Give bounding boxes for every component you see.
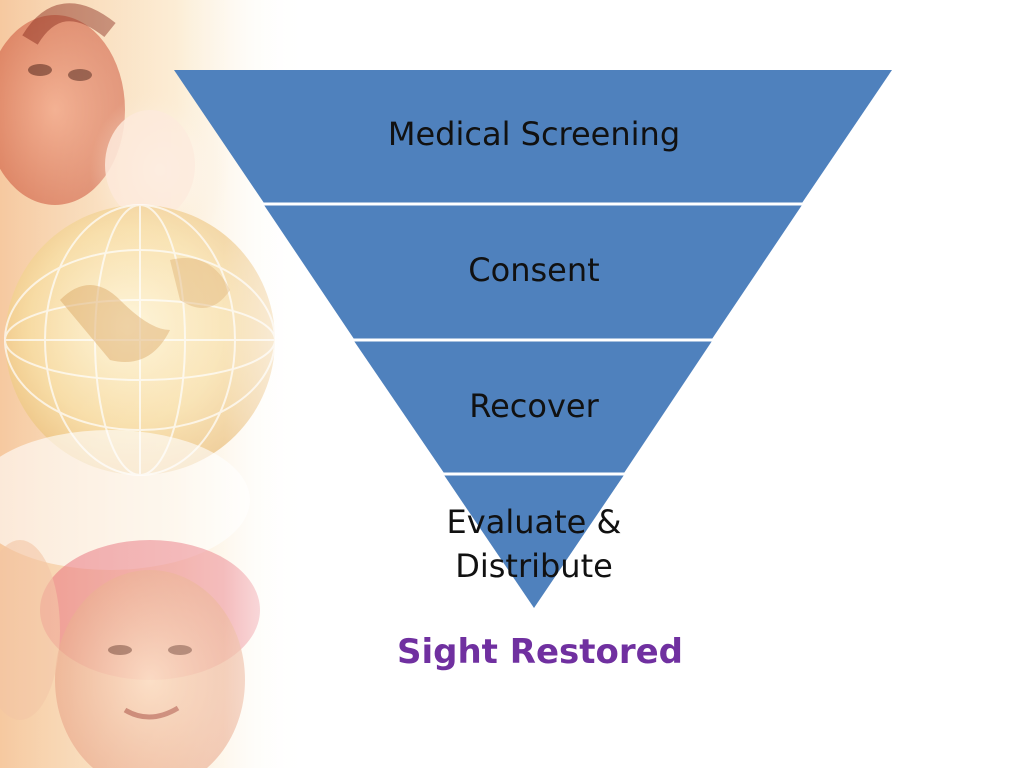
funnel-layer-consent bbox=[264, 205, 802, 339]
layer-label-consent: Consent bbox=[468, 251, 600, 289]
people-and-globe-photo bbox=[0, 0, 320, 768]
funnel-layer-recover bbox=[354, 341, 712, 473]
layer-label-recover: Recover bbox=[469, 387, 599, 425]
funnel-layer-evaluate-distribute bbox=[444, 475, 624, 608]
funnel-layer-medical-screening bbox=[174, 70, 892, 203]
layer-label-evaluate-distribute: Evaluate & Distribute bbox=[434, 500, 634, 588]
layer-label-medical-screening: Medical Screening bbox=[387, 115, 681, 153]
layer-label-distribute-line: Distribute bbox=[455, 547, 613, 585]
outcome-label: Sight Restored bbox=[396, 632, 684, 672]
layer-label-evaluate-line: Evaluate & bbox=[446, 503, 622, 541]
